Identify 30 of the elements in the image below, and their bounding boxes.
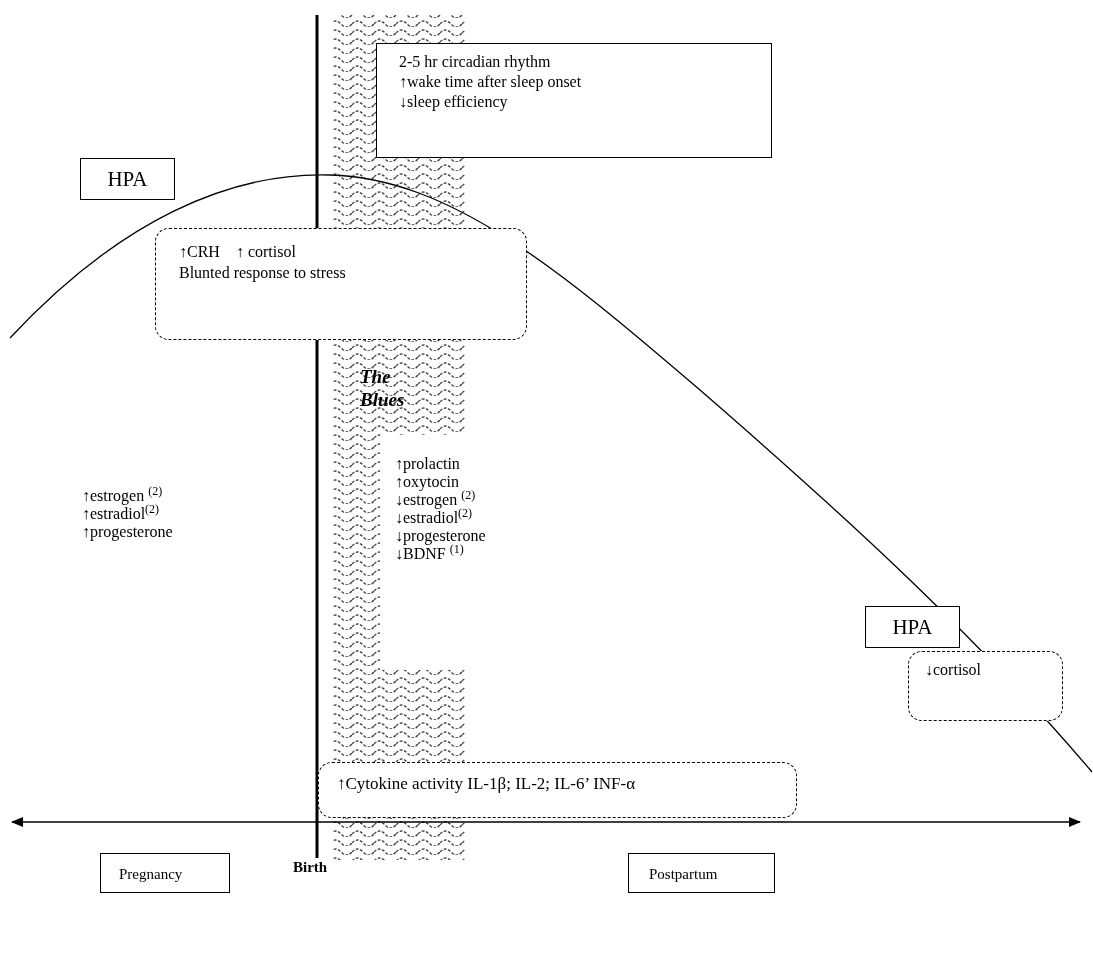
phase-label: The Blues	[360, 365, 406, 411]
dashed-note-box	[318, 762, 797, 818]
box-text: Blunted response to stress	[179, 263, 347, 283]
hormone-label: ↑progesterone	[82, 523, 173, 541]
hormone-label: ↑estrogen $^{(2)}$	[82, 487, 163, 505]
axis-label: Birth	[293, 858, 328, 876]
hormone-label: ↑prolactin	[395, 455, 460, 473]
box-text: HPA	[891, 614, 934, 641]
box-text: Postpartum	[649, 865, 719, 883]
hormone-label: ↑oxytocin	[395, 473, 459, 491]
box-text: ↑Cytokine activity IL-1β; IL-2; IL-6’ INF-α	[337, 773, 637, 795]
box-text: ↑CRH ↑ cortisol	[179, 242, 297, 262]
hormone-label: ↓estradiol$^{(2)}$	[395, 509, 473, 527]
text-box	[865, 606, 960, 648]
text-box	[100, 853, 230, 893]
hormone-label: ↓BDNF $^{(1)}$	[395, 545, 464, 563]
text-box	[376, 43, 772, 158]
text-box	[628, 853, 775, 893]
dashed-note-box	[908, 651, 1063, 721]
box-text: ↑wake time after sleep onset	[399, 72, 583, 92]
box-text: HPA	[106, 166, 149, 193]
dashed-note-box	[155, 228, 527, 340]
hormone-label: ↑estradiol$^{(2)}$	[82, 505, 160, 523]
hormone-label: ↓progesterone	[395, 527, 486, 545]
hormone-label: ↓estrogen $^{(2)}$	[395, 491, 476, 509]
box-text: ↓cortisol	[925, 660, 982, 680]
text-box	[80, 158, 175, 200]
box-text: ↓sleep efficiency	[399, 92, 509, 112]
box-text: Pregnancy	[119, 865, 184, 883]
box-text: 2-5 hr circadian rhythm	[399, 52, 552, 72]
